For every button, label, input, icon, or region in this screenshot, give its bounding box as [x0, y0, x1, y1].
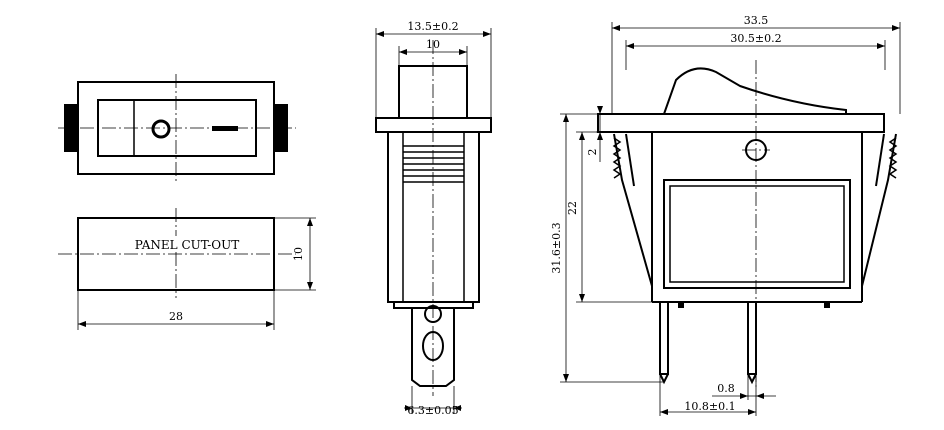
dim-terminal-width: 6.3±0.05 — [407, 404, 458, 417]
dim-pin-thickness: 0.8 — [717, 382, 735, 395]
dim-front-total-width: 33.5 — [744, 14, 769, 27]
panel-cutout: PANEL CUT-OUT 28 10 — [58, 208, 316, 330]
dim-cutout-height: 10 — [292, 247, 305, 261]
dim-side-outer-width: 13.5±0.2 — [407, 20, 458, 33]
panel-cutout-label: PANEL CUT-OUT — [135, 238, 239, 252]
front-view: 33.5 30.5±0.2 — [550, 14, 901, 416]
dim-front-total-height: 31.6±0.3 — [550, 222, 563, 273]
dim-front-body-height: 22 — [566, 201, 579, 215]
top-view — [58, 74, 296, 184]
off-symbol-icon — [151, 119, 171, 139]
dim-front-flange: 2 — [586, 149, 599, 156]
on-symbol-icon — [212, 126, 238, 131]
dim-pin-spacing: 10.8±0.1 — [684, 400, 735, 413]
side-view: 13.5±0.2 10 6.3 — [375, 20, 492, 417]
dim-front-body-width: 30.5±0.2 — [730, 32, 781, 45]
dim-cutout-width: 28 — [169, 310, 183, 323]
